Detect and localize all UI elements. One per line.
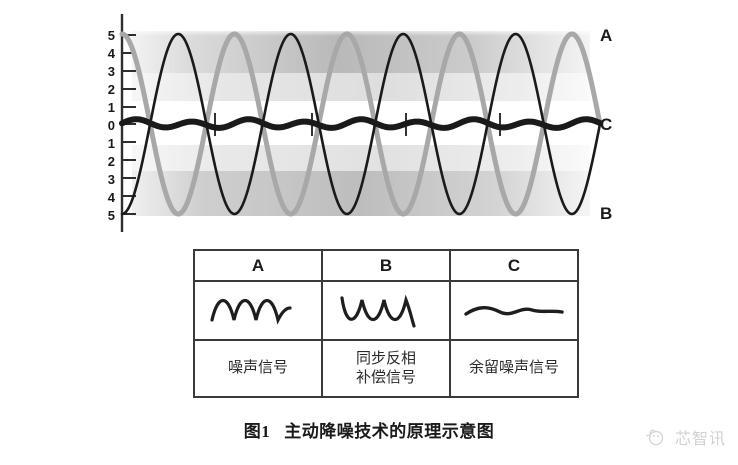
curve-label-a: A <box>600 26 612 45</box>
y-label-4n: 4 <box>108 190 116 205</box>
curve-b-antiphase-signal <box>120 32 602 216</box>
figure-caption-text: 主动降噪技术的原理示意图 <box>284 422 495 441</box>
curve-label-b: B <box>600 204 612 223</box>
legend-desc-a-line1: 噪声信号 <box>227 360 288 377</box>
figure-caption: 图1 主动降噪技术的原理示意图 <box>0 417 738 442</box>
legend-desc-b-line1: 同步反相 <box>355 350 416 367</box>
legend-header-a: A <box>193 249 323 282</box>
sine-noise-icon <box>210 298 292 325</box>
legend-desc-b: 同步反相 补偿信号 <box>321 339 451 398</box>
watermark-text: 芯智讯 <box>674 431 726 448</box>
table-row-waveforms <box>193 280 579 341</box>
y-label-3n: 3 <box>108 172 115 187</box>
flat-residual-icon <box>464 305 564 316</box>
chip-logo-icon <box>645 429 664 446</box>
y-label-5n: 5 <box>108 208 115 223</box>
legend-waveform-a <box>193 280 323 341</box>
figure-waveform-diagram: 5 4 3 2 1 0 1 2 3 4 5 A C B <box>108 14 612 232</box>
legend-header-c: C <box>449 249 579 282</box>
legend-waveform-c <box>449 280 579 341</box>
y-axis-tick-labels: 5 4 3 2 1 0 1 2 3 4 5 <box>108 28 116 223</box>
band-lower-mid <box>132 145 590 171</box>
waveform-chart: 5 4 3 2 1 0 1 2 3 4 5 A C B <box>108 14 612 232</box>
legend-waveform-b <box>321 280 451 341</box>
y-label-5p: 5 <box>108 28 115 43</box>
legend-desc-b-line2: 补偿信号 <box>355 369 416 386</box>
band-top-fade <box>132 28 590 36</box>
y-label-0: 0 <box>108 118 115 133</box>
legend-header-b: B <box>321 249 451 282</box>
curve-label-c: C <box>600 115 612 134</box>
y-label-2p: 2 <box>108 82 115 97</box>
zero-line-ticks <box>214 113 501 136</box>
figure-caption-number: 图1 <box>243 422 271 441</box>
y-label-1n: 1 <box>108 136 115 151</box>
band-lower <box>132 171 590 216</box>
sine-inverted-icon <box>340 294 416 328</box>
y-label-3p: 3 <box>108 64 115 79</box>
signal-legend-table: A B C 噪声信号 同步反相 补偿信号 余留噪声信号 <box>193 249 579 398</box>
band-upper-mid <box>132 73 590 101</box>
background-bands <box>132 28 590 216</box>
legend-desc-c-line1: 余留噪声信号 <box>468 360 559 377</box>
y-label-4p: 4 <box>108 46 116 61</box>
y-label-2n: 2 <box>108 154 115 169</box>
curve-a-noise-signal <box>119 31 603 217</box>
legend-desc-a: 噪声信号 <box>193 339 323 398</box>
legend-desc-c: 余留噪声信号 <box>449 339 579 398</box>
table-row-headers: A B C <box>193 249 579 282</box>
curve-c-residual-signal <box>119 116 603 131</box>
watermark: 芯智讯 <box>644 425 726 449</box>
table-row-descriptions: 噪声信号 同步反相 补偿信号 余留噪声信号 <box>193 339 579 398</box>
y-label-1p: 1 <box>108 100 115 115</box>
